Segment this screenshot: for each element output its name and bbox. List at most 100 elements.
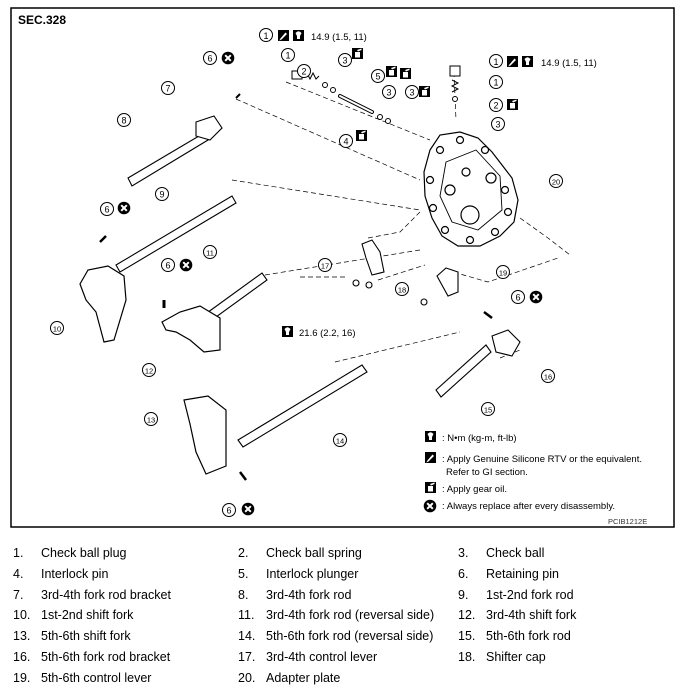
part-name: 1st-2nd fork rod xyxy=(486,587,574,602)
part-number: 1. xyxy=(13,546,24,560)
rod-14 xyxy=(237,364,368,448)
part-name: Check ball xyxy=(486,546,545,560)
svg-text:Refer to GI section.: Refer to GI section. xyxy=(446,467,528,478)
callout-9: 9 xyxy=(155,187,169,201)
part-number: 19. xyxy=(13,670,31,685)
part-name: 3rd-4th fork rod (reversal side) xyxy=(266,608,435,623)
rod-8 xyxy=(127,132,209,187)
callout-number: 9 xyxy=(159,189,164,199)
callout-number: 16 xyxy=(544,372,552,381)
callout-number: 1 xyxy=(493,77,498,87)
svg-text:1: 1 xyxy=(493,57,498,67)
part-number: 17. xyxy=(238,650,256,664)
part-number: 20. xyxy=(238,670,256,685)
part-name: 5th-6th fork rod (reversal side) xyxy=(266,629,434,644)
oil-can-icon xyxy=(419,86,430,97)
part-name: Check ball plug xyxy=(41,546,127,560)
callout-number: 3 xyxy=(409,87,414,97)
rod-9 xyxy=(115,195,237,273)
part-name: 5th-6th fork rod bracket xyxy=(41,650,171,664)
brackets-levers xyxy=(195,115,521,357)
part-number: 16. xyxy=(13,650,31,664)
callout-number: 8 xyxy=(121,115,126,125)
callout-6: 6 xyxy=(100,200,132,216)
svg-text:: Apply Genuine Silicone RTV o: : Apply Genuine Silicone RTV or the equi… xyxy=(442,454,642,465)
callout-number: 10 xyxy=(53,324,61,333)
replace-x-icon xyxy=(116,200,132,216)
rods xyxy=(99,93,493,481)
section-label: SEC.328 xyxy=(18,13,66,27)
callout-number: 6 xyxy=(165,260,170,270)
callout-number: 5 xyxy=(375,71,380,81)
callout-number: 1 xyxy=(285,50,290,60)
lever-19 xyxy=(436,267,459,297)
callout-number: 3 xyxy=(386,87,391,97)
fork-13 xyxy=(183,395,227,475)
callout-18: 18 xyxy=(395,282,409,296)
callout-1: 1 xyxy=(489,75,503,89)
callout-number: 3 xyxy=(495,119,500,129)
part-name: 3rd-4th fork rod xyxy=(266,587,352,602)
callout-14: 14 xyxy=(333,433,347,447)
callout-number: 12 xyxy=(145,366,153,375)
part-number: 3. xyxy=(458,546,469,560)
shift-forks xyxy=(79,265,227,475)
legend: : N•m (kg-m, ft-lb) : Apply Genuine Sili… xyxy=(422,431,642,514)
exploded-diagram: SEC.328 PCIB1212E xyxy=(10,7,675,528)
oil-can-icon xyxy=(507,99,518,110)
torque-callout-top: 1 14.9 (1.5, 11) xyxy=(259,28,367,43)
svg-text:21.6 (2.2, 16): 21.6 (2.2, 16) xyxy=(299,328,356,339)
callout-15: 15 xyxy=(481,402,495,416)
part-number: 10. xyxy=(13,608,31,623)
callout-3: 3 xyxy=(382,85,430,99)
callout-8: 8 xyxy=(117,113,131,127)
callout-number: 2 xyxy=(301,66,306,76)
callout-number: 13 xyxy=(147,415,155,424)
replace-x-icon xyxy=(178,257,194,273)
part-name: Shifter cap xyxy=(486,650,546,664)
callout-1: 1 xyxy=(281,48,295,62)
callout-number: 17 xyxy=(321,261,329,270)
oil-can-icon xyxy=(400,68,411,79)
callout-number: 6 xyxy=(207,53,212,63)
replace-x-icon xyxy=(528,289,544,305)
torque-callout-right: 1 14.9 (1.5, 11) xyxy=(489,54,597,69)
callout-number: 18 xyxy=(398,285,406,294)
callout-3: 3 xyxy=(338,48,363,67)
fork-10 xyxy=(79,265,127,343)
figure-code: PCIB1212E xyxy=(608,517,647,526)
callout-number: 3 xyxy=(342,55,347,65)
callout-12: 12 xyxy=(142,363,156,377)
part-number: 12. xyxy=(458,608,476,623)
callout-4: 4 xyxy=(339,130,367,148)
callout-6: 6 xyxy=(222,501,256,517)
alignment-lines xyxy=(231,71,571,363)
part-name: 1st-2nd shift fork xyxy=(41,608,134,623)
callout-3: 3 xyxy=(491,99,518,131)
part-number: 6. xyxy=(458,566,469,581)
callout-16: 16 xyxy=(541,369,555,383)
bracket-7 xyxy=(195,115,223,141)
callout-number: 11 xyxy=(206,248,214,257)
callout-number: 14 xyxy=(336,436,344,445)
bracket-16 xyxy=(491,329,521,357)
oil-can-icon xyxy=(386,66,397,77)
callout-7: 7 xyxy=(161,81,175,95)
svg-text:: Always replace after every d: : Always replace after every disassembly… xyxy=(442,501,615,512)
part-name: 5th-6th control lever xyxy=(41,670,152,685)
replace-x-icon xyxy=(240,501,256,517)
svg-text:: N•m (kg-m, ft-lb): : N•m (kg-m, ft-lb) xyxy=(442,433,517,444)
callout-number: 6 xyxy=(515,292,520,302)
callout-5: 5 xyxy=(371,66,397,83)
lever-17 xyxy=(361,239,385,276)
callout-number: 15 xyxy=(484,405,492,414)
oil-can-icon xyxy=(352,48,363,59)
diagram-frame xyxy=(10,7,675,528)
callout-3: 3 xyxy=(400,68,419,99)
part-name: Interlock pin xyxy=(41,566,109,581)
callout-6: 6 xyxy=(161,257,194,273)
callout-13: 13 xyxy=(144,412,158,426)
callout-number: 2 xyxy=(493,100,498,110)
